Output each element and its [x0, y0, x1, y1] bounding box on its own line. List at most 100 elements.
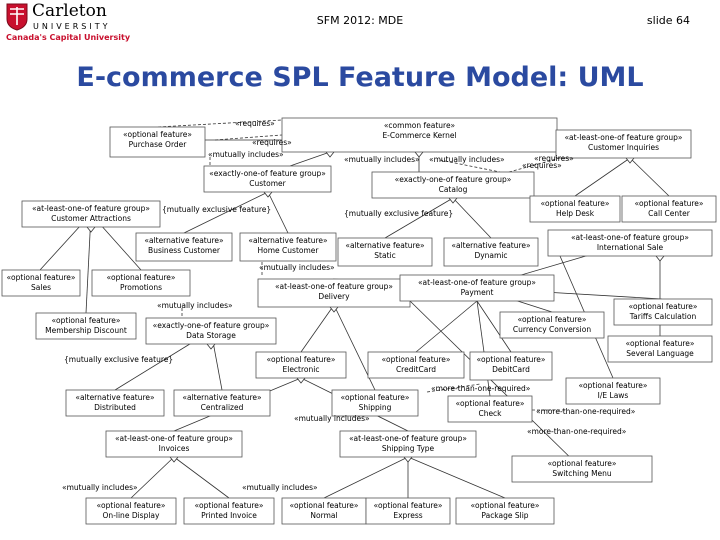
requires-arrow — [157, 119, 283, 128]
feature-name: Purchase Order — [129, 140, 188, 149]
feature-dynamic: «alternative feature»Dynamic — [443, 237, 539, 267]
edge-line — [415, 300, 478, 353]
feature-name: Printed Invoice — [201, 511, 257, 520]
feature-name: Call Center — [648, 209, 691, 218]
feature-box — [547, 229, 713, 257]
stereotype-label: «optional feature» — [289, 501, 358, 510]
feature-box — [511, 455, 653, 483]
stereotype-label: «optional feature» — [578, 381, 647, 390]
feature-kernel: «common feature»E-Commerce Kernel — [281, 117, 558, 153]
mutually-includes-label: «mutually includes» — [294, 414, 370, 423]
feature-name: Help Desk — [556, 209, 595, 218]
stereotype-label: «exactly-one-of feature group» — [209, 169, 326, 178]
feature-name: Check — [478, 409, 502, 418]
edge-line — [183, 191, 269, 234]
stereotype-label: «optional feature» — [517, 315, 586, 324]
feature-box — [65, 389, 165, 417]
feature-home: «alternative feature»Home Customer — [239, 232, 337, 262]
stereotype-label: «optional feature» — [340, 393, 409, 402]
slide-header: Carleton UNIVERSITY Canada's Capital Uni… — [0, 0, 720, 46]
edge-line — [384, 197, 454, 239]
stereotype-label: «optional feature» — [51, 316, 120, 325]
feature-name: Delivery — [318, 292, 350, 301]
feature-normal: «optional feature»Normal — [281, 497, 367, 525]
stereotype-label: «at-least-one-of feature group» — [571, 233, 689, 242]
mutually-includes-label: «mutually includes» — [208, 150, 284, 159]
feature-switching: «optional feature»Switching Menu — [511, 455, 653, 483]
requires-label: «requires» — [252, 138, 292, 147]
requires-label: «requires» — [534, 154, 574, 163]
stereotype-label: «at-least-one-of feature group» — [275, 282, 393, 291]
stereotype-label: «alternative feature» — [75, 393, 155, 402]
edge-line — [407, 456, 506, 499]
feature-name: Tariffs Calculation — [629, 312, 697, 321]
feature-online: «optional feature»On-line Display — [85, 497, 177, 525]
feature-box — [239, 232, 337, 262]
crest-icon — [6, 3, 28, 31]
feature-name: I/E Laws — [598, 391, 629, 400]
stereotype-label: «optional feature» — [455, 399, 524, 408]
feature-name: Customer — [249, 179, 286, 188]
feature-box — [331, 389, 419, 417]
more-than-one-label: «more-than-one-required» — [536, 407, 636, 416]
feature-box — [365, 497, 451, 525]
feature-callcenter: «optional feature»Call Center — [621, 195, 717, 223]
feature-name: Package Slip — [481, 511, 528, 520]
mutually-exclusive-label: {mutually exclusive feature} — [344, 209, 453, 218]
feature-intlsale: «at-least-one-of feature group»Internati… — [547, 229, 713, 257]
feature-name: Payment — [461, 288, 494, 297]
feature-box — [499, 311, 605, 339]
feature-name: Business Customer — [148, 246, 221, 255]
stereotype-label: «alternative feature» — [248, 236, 328, 245]
feature-name: Electronic — [283, 365, 320, 374]
stereotype-label: «alternative feature» — [345, 241, 425, 250]
feature-name: Express — [393, 511, 422, 520]
mutually-includes-label: «mutually includes» — [429, 155, 505, 164]
feature-name: Distributed — [94, 403, 136, 412]
feature-datastorage: «exactly-one-of feature group»Data Stora… — [145, 317, 277, 345]
feature-name: Home Customer — [258, 246, 320, 255]
feature-name: Promotions — [120, 283, 162, 292]
edge-line — [300, 304, 335, 353]
feature-ielaws: «optional feature»I/E Laws — [565, 377, 661, 405]
feature-static: «alternative feature»Static — [337, 237, 433, 267]
feature-box — [613, 298, 713, 326]
feature-name: Shipping — [359, 403, 392, 412]
stereotype-label: «optional feature» — [470, 501, 539, 510]
feature-attractions: «at-least-one-of feature group»Customer … — [21, 200, 161, 228]
feature-box — [85, 497, 177, 525]
feature-express: «optional feature»Express — [365, 497, 451, 525]
feature-box — [183, 497, 275, 525]
feature-name: Switching Menu — [552, 469, 612, 478]
stereotype-label: «alternative feature» — [144, 236, 224, 245]
feature-box — [339, 430, 477, 458]
mutually-includes-label: «mutually includes» — [157, 301, 233, 310]
feature-language: «optional feature»Several Language — [607, 335, 713, 363]
feature-boxes: «common feature»E-Commerce Kernel «option… — [1, 117, 717, 525]
edge-line — [289, 151, 331, 167]
more-than-one-label: «more-than-one-required» — [527, 427, 627, 436]
stereotype-label: «at-least-one-of feature group» — [32, 204, 150, 213]
feature-name: International Sale — [597, 243, 664, 252]
mutually-includes-arrow — [439, 159, 501, 173]
feature-box — [173, 389, 271, 417]
feature-name: Dynamic — [474, 251, 507, 260]
feature-name: Currency Conversion — [513, 325, 591, 334]
stereotype-label: «at-least-one-of feature group» — [418, 278, 536, 287]
feature-box — [135, 232, 233, 262]
stereotype-label: «optional feature» — [6, 273, 75, 282]
stereotype-label: «optional feature» — [625, 339, 694, 348]
requires-label: «requires» — [522, 161, 562, 170]
feature-currency: «optional feature»Currency Conversion — [499, 311, 605, 339]
feature-printed: «optional feature»Printed Invoice — [183, 497, 275, 525]
feature-box — [105, 430, 243, 458]
feature-name: Customer Inquiries — [588, 143, 659, 152]
mutually-includes-label: «mutually includes» — [259, 263, 335, 272]
stereotype-label: «optional feature» — [266, 355, 335, 364]
mutually-includes-label: «mutually includes» — [242, 483, 318, 492]
stereotype-label: «common feature» — [384, 121, 456, 130]
stereotype-label: «optional feature» — [547, 459, 616, 468]
feature-sales: «optional feature»Sales — [1, 269, 81, 297]
feature-name: Membership Discount — [45, 326, 127, 335]
